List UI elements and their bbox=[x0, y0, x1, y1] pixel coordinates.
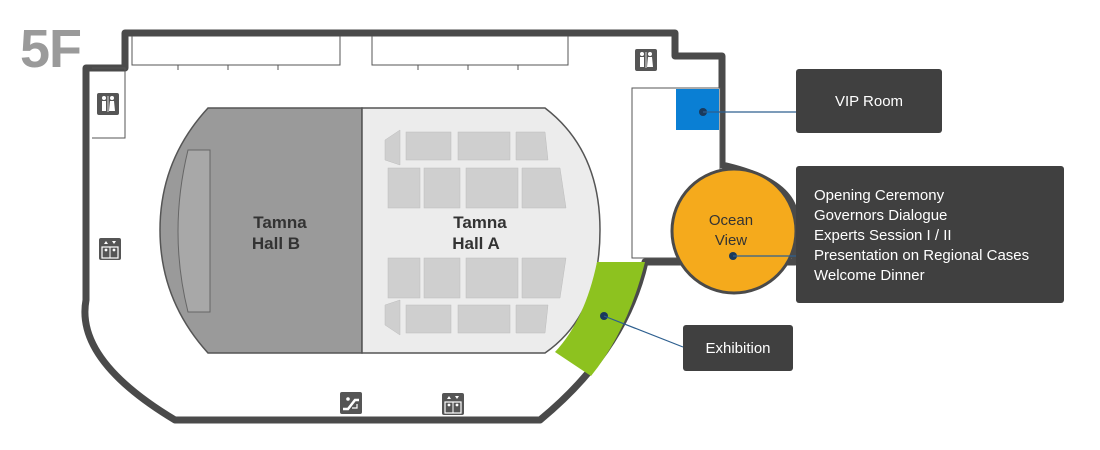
event-welcome-dinner: Welcome Dinner bbox=[814, 267, 925, 284]
vip-room-callout-label: VIP Room bbox=[834, 92, 904, 110]
hall-a-label-line2: Hall A bbox=[452, 234, 500, 253]
ocean-view-label-line2: View bbox=[715, 232, 747, 249]
exhibition-callout-label: Exhibition bbox=[705, 339, 771, 357]
left-alcove bbox=[92, 67, 126, 139]
ocean-view-label-line1: Ocean bbox=[709, 212, 753, 229]
vip-room-callout: VIP Room bbox=[796, 69, 942, 133]
hall-b-label-line1: Tamna bbox=[253, 213, 307, 232]
event-governors-dialogue: Governors Dialogue bbox=[814, 207, 948, 224]
event-opening-ceremony: Opening Ceremony bbox=[814, 187, 945, 204]
event-regional-cases: Presentation on Regional Cases bbox=[814, 247, 1030, 264]
elevator-icon bbox=[441, 392, 465, 416]
hall-b-label-line2: Hall B bbox=[252, 234, 300, 253]
exhibition-area[interactable] bbox=[555, 262, 645, 376]
hall-b-stage bbox=[177, 149, 211, 313]
exhibition-callout: Exhibition bbox=[683, 325, 793, 371]
escalator-icon bbox=[338, 390, 364, 416]
floor-label: 5F bbox=[20, 19, 82, 79]
top-rooms bbox=[131, 36, 569, 70]
hall-a-label-line1: Tamna bbox=[453, 213, 507, 232]
ocean-view-room[interactable] bbox=[670, 167, 798, 295]
callout-connectors bbox=[603, 111, 796, 348]
hall-a-seating bbox=[384, 129, 567, 336]
elevator-icon bbox=[98, 237, 122, 261]
restroom-icon bbox=[96, 92, 120, 116]
vip-room[interactable] bbox=[676, 89, 719, 130]
ocean-view-callout: Opening Ceremony Governors Dialogue Expe… bbox=[796, 166, 1064, 303]
restroom-icon bbox=[634, 48, 658, 72]
event-experts-session: Experts Session I / II bbox=[814, 227, 952, 244]
